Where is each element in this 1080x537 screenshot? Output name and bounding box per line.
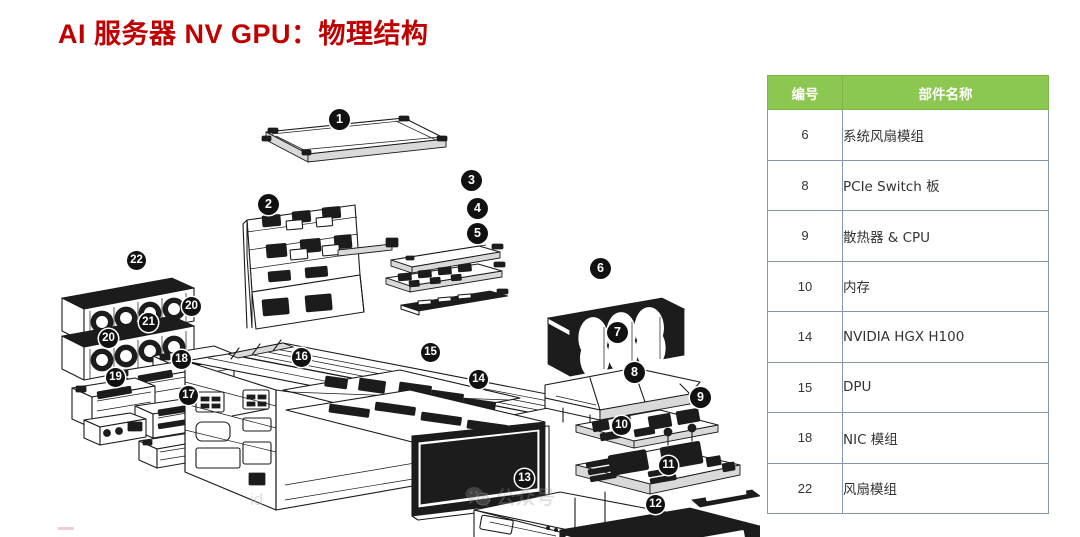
cell-part-name: NVIDIA HGX H100 (842, 311, 1049, 363)
callout-badge-17: 17 (179, 386, 198, 405)
callout-badge-20: 20 (99, 329, 118, 348)
cell-part-id: 6 (767, 109, 843, 161)
part-6-system-fan-module (546, 297, 686, 379)
callout-badge-16: 16 (292, 348, 311, 367)
callout-badge-7: 7 (607, 322, 628, 343)
table-row: 6 系统风扇模组 (767, 109, 1049, 161)
cell-part-name: PCIe Switch 板 (842, 159, 1049, 211)
exploded-view-svg: .ln{fill:none;stroke:#1a1a1a;stroke-widt… (60, 115, 760, 537)
cell-part-name: 风扇模组 (842, 462, 1049, 514)
part-2-gpu-baseboard-tray (242, 204, 399, 330)
table-header-row: 编号 部件名称 (767, 75, 1049, 110)
callout-badge-15: 15 (421, 343, 440, 362)
cell-part-id: 9 (767, 210, 843, 262)
callout-badge-21: 21 (139, 313, 158, 332)
parts-table: 编号 部件名称 6 系统风扇模组 8 PCIe Switch 板 9 散热器 &… (767, 75, 1049, 514)
cell-part-name: DPU (842, 361, 1049, 413)
part-9-10-motherboard (575, 423, 741, 495)
callout-badge-20b: 20 (182, 297, 201, 316)
callout-badge-22: 22 (127, 251, 146, 270)
callout-badge-4: 4 (467, 198, 488, 219)
callout-badge-9: 9 (690, 387, 711, 408)
cell-part-id: 10 (767, 260, 843, 312)
callout-badge-10: 10 (612, 416, 631, 435)
part-14-hgx-h100 (285, 389, 550, 521)
callout-badge-6: 6 (590, 258, 611, 279)
table-row: 8 PCIe Switch 板 (767, 159, 1049, 211)
cell-part-id: 14 (767, 311, 843, 363)
cell-part-name: 内存 (842, 260, 1049, 312)
table-row: 14 NVIDIA HGX H100 (767, 311, 1049, 363)
callout-badge-5: 5 (467, 223, 488, 244)
callout-badge-12: 12 (646, 495, 665, 514)
callout-badge-11: 11 (659, 456, 678, 475)
cell-part-id: 8 (767, 159, 843, 211)
cell-part-id: 18 (767, 412, 843, 464)
cell-part-id: 15 (767, 361, 843, 413)
part-22-fan-modules (60, 277, 196, 381)
column-header-id: 编号 (767, 75, 843, 110)
ai-server-exploded-diagram: .ln{fill:none;stroke:#1a1a1a;stroke-widt… (0, 60, 760, 537)
cell-part-name: 系统风扇模组 (842, 109, 1049, 161)
callout-badge-1: 1 (329, 109, 350, 130)
part-4-board (385, 261, 506, 293)
cell-part-id: 22 (767, 462, 843, 514)
cell-part-name: NIC 模组 (842, 412, 1049, 464)
watermark-tail: id (250, 490, 264, 509)
part-3-board (390, 243, 504, 274)
callout-badge-14: 14 (469, 370, 488, 389)
part-8-pcie-switch-board (575, 407, 719, 449)
column-header-name: 部件名称 (842, 75, 1049, 110)
table-row: 18 NIC 模组 (767, 412, 1049, 464)
table-row: 15 DPU (767, 361, 1049, 413)
callout-badge-13: 13 (515, 469, 534, 488)
part-5-bracket (400, 288, 509, 316)
callout-badge-18: 18 (172, 350, 191, 369)
callout-badge-3: 3 (461, 170, 482, 191)
callout-badge-2: 2 (258, 194, 279, 215)
table-row: 9 散热器 & CPU (767, 210, 1049, 262)
table-row: 10 内存 (767, 260, 1049, 312)
corner-mark (58, 527, 74, 530)
callout-badge-8: 8 (624, 362, 645, 383)
cell-part-name: 散热器 & CPU (842, 210, 1049, 262)
part-19-module (83, 412, 147, 446)
table-row: 22 风扇模组 (767, 462, 1049, 514)
part-7-air-duct (544, 367, 701, 429)
part-11-12-drive-bays (559, 489, 760, 537)
parts-table-container: 编号 部件名称 6 系统风扇模组 8 PCIe Switch 板 9 散热器 &… (767, 75, 1049, 514)
callout-badge-19: 19 (106, 368, 125, 387)
page-title: AI 服务器 NV GPU：物理结构 (58, 19, 429, 49)
part-1-top-cover (261, 115, 448, 163)
